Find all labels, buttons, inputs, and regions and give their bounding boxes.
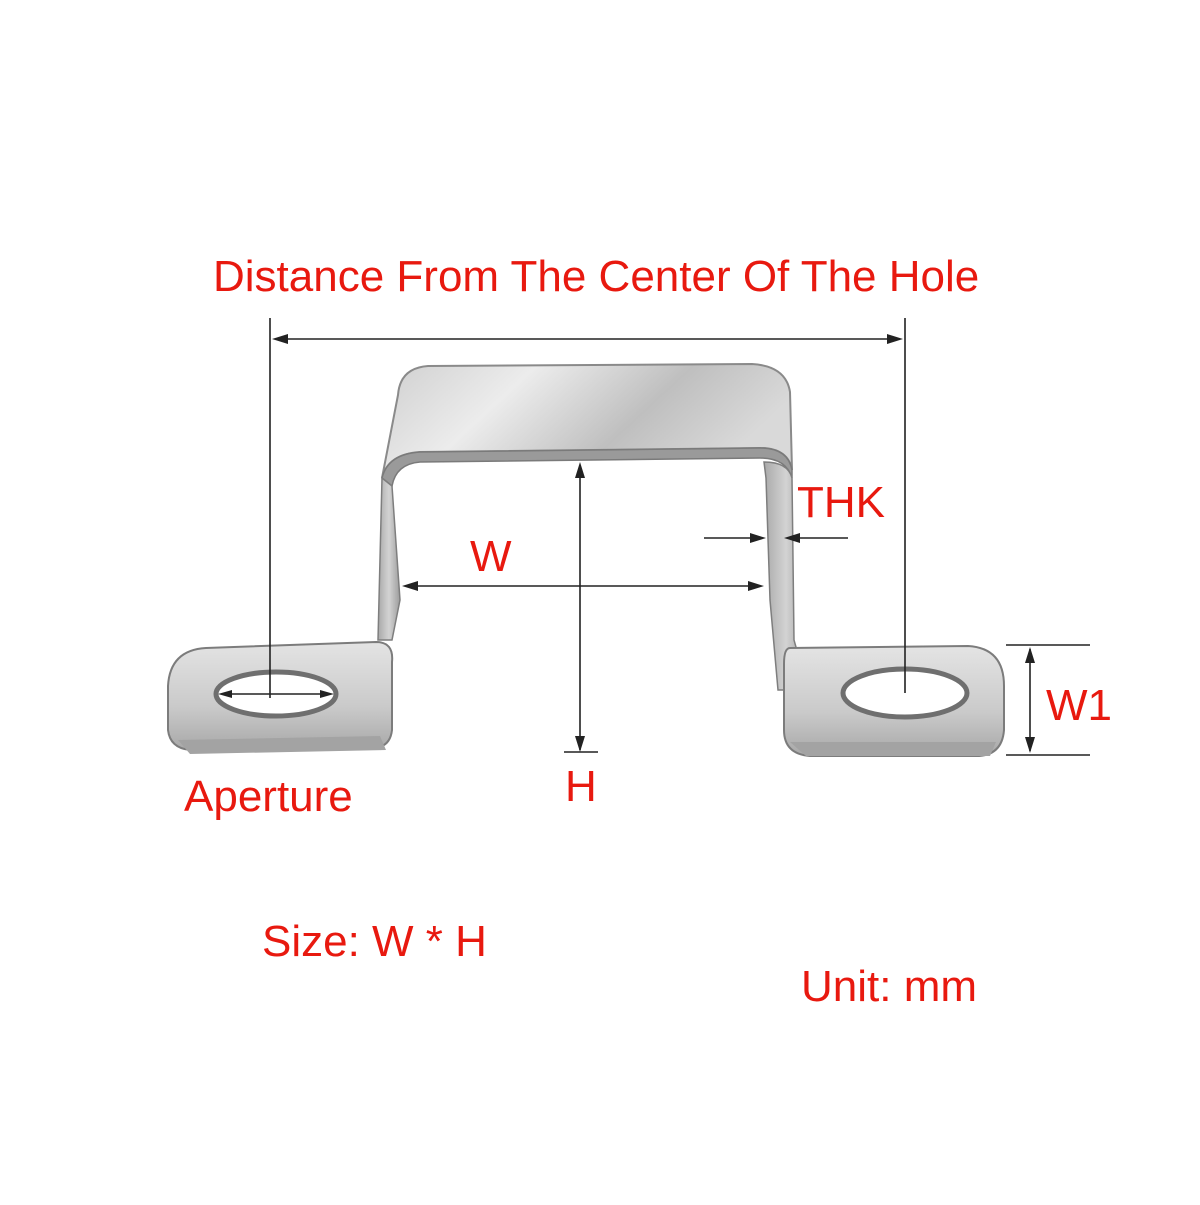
bracket-right-foot-edge [790, 742, 996, 756]
bracket-top-edge [381, 447, 793, 488]
size-note: Size: W * H [262, 917, 487, 966]
h-arrow-bottom [575, 736, 585, 752]
bracket-left-foot-edge [178, 736, 386, 754]
unit-note: Unit: mm [801, 962, 977, 1011]
bracket-left-leg [377, 476, 401, 641]
thickness-label: THK [797, 478, 885, 527]
distance-arrow-right [887, 334, 903, 344]
foot-width-label: W1 [1046, 681, 1112, 730]
w1-arrow-top [1025, 647, 1035, 663]
distance-arrow-left [272, 334, 288, 344]
aperture-arrow-left [218, 690, 232, 698]
width-label: W [470, 532, 512, 581]
thk-arrow-left [750, 533, 766, 543]
aperture-label: Aperture [184, 772, 353, 821]
aperture-arrow-right [320, 690, 334, 698]
dimension-lines [218, 318, 1090, 756]
distance-label: Distance From The Center Of The Hole [213, 252, 980, 301]
w1-arrow-bottom [1025, 737, 1035, 753]
thk-arrow-right [784, 533, 800, 543]
bracket-right-leg [763, 461, 809, 691]
w-arrow-left [402, 581, 418, 591]
h-arrow-top [575, 462, 585, 478]
w-arrow-right [748, 581, 764, 591]
bracket-body [167, 362, 1005, 757]
height-label: H [565, 762, 597, 811]
